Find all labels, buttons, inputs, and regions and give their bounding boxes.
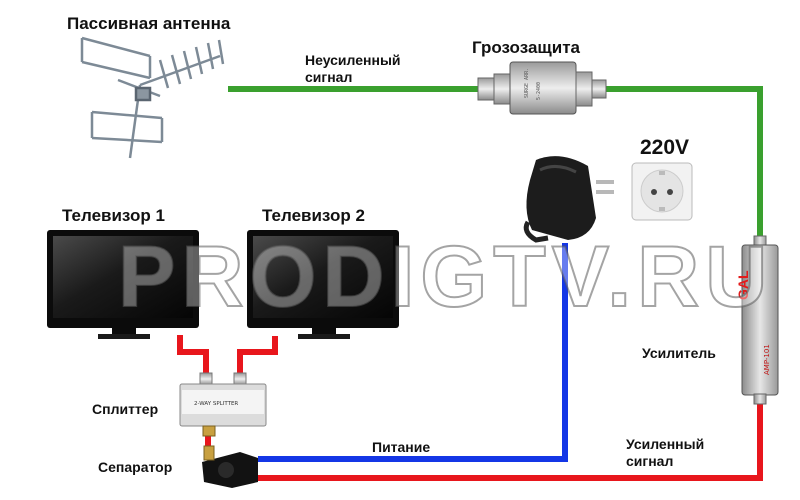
svg-text:SURGE ARR.: SURGE ARR. [524, 68, 530, 98]
splitter-label: Сплиттер [92, 401, 159, 417]
tv1-image [47, 230, 199, 339]
unamplified-signal-label-line1: Неусиленный [305, 52, 401, 68]
antenna-label: Пассивная антенна [67, 14, 231, 33]
separator-image [202, 445, 258, 488]
amplified-signal-label-line1: Усиленный [626, 436, 705, 452]
separator-label: Сепаратор [98, 459, 173, 475]
amplifier-image: GAL AMP-101 [735, 235, 779, 405]
amplified-signal-label-line2: сигнал [626, 453, 674, 469]
surge-protector-label: Грозозащита [472, 38, 580, 57]
unamplified-signal-label-line2: сигнал [305, 69, 353, 85]
watermark: PRODIGTV.RU [117, 228, 774, 326]
splitter-image: 2-WAY SPLITTER [179, 372, 267, 437]
amp-model-text: AMP-101 [763, 344, 771, 375]
amp-brand-text: GAL [735, 270, 751, 300]
surge-protector-image: SURGE ARR. 5-2400 [477, 61, 607, 115]
power-adapter-image [523, 156, 614, 243]
tv2-image [247, 230, 399, 339]
tv2-label: Телевизор 2 [262, 206, 365, 225]
cable-power [258, 243, 568, 462]
power-label: Питание [372, 439, 431, 455]
antenna-image [80, 36, 225, 159]
svg-text:5-2400: 5-2400 [536, 82, 542, 100]
splitter-model-text: 2-WAY SPLITTER [194, 401, 238, 407]
cable-unamplified [228, 86, 763, 242]
cable-amplified [177, 335, 763, 481]
voltage-label: 220V [640, 136, 690, 159]
amplifier-label: Усилитель [642, 345, 716, 361]
tv1-label: Телевизор 1 [62, 206, 165, 225]
wall-socket-image [631, 162, 693, 221]
